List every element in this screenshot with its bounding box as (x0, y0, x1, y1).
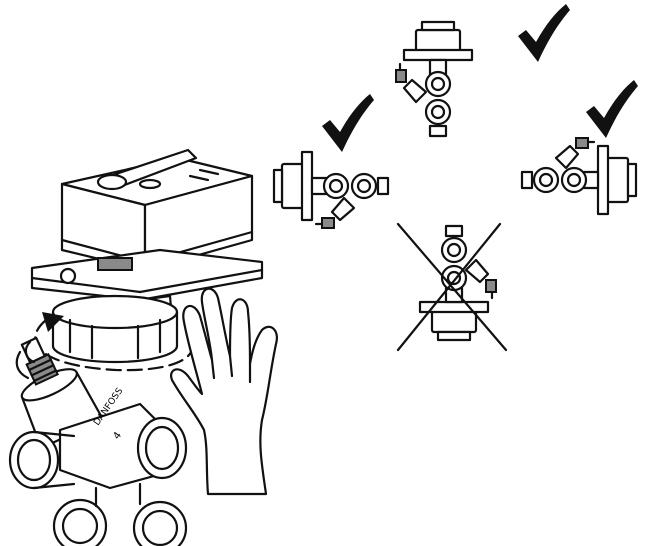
adapter-ring (51, 294, 179, 364)
check-icon (586, 80, 638, 138)
orientation-bottom (396, 222, 508, 352)
orientation-right (520, 80, 638, 216)
check-icon (322, 94, 374, 152)
check-icon (518, 4, 570, 62)
valve-setting-label: 4 (111, 430, 124, 442)
orientation-left (272, 94, 390, 230)
orientation-top (394, 4, 570, 138)
hand-illustration (170, 287, 278, 496)
cross-icon (396, 222, 508, 352)
